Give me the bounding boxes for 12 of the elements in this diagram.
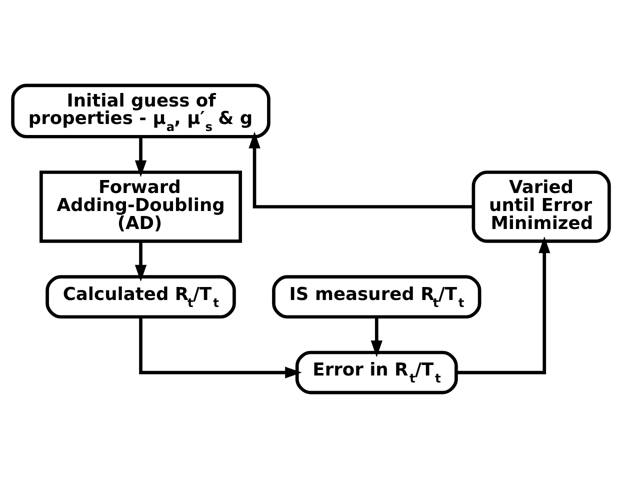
arrow: [248, 132, 474, 208]
node-box: IS measured R$_{t}$/T$_{t}$: [272, 275, 482, 319]
arrow: [134, 241, 147, 282]
node-box: Initial guess of properties - μ$_{a}$, μ′$_{s}$ & g: [11, 84, 270, 138]
arrow: [134, 136, 147, 178]
node-box: Calculated R$_{t}$/T$_{t}$: [46, 275, 236, 319]
node-box: Varied until Error Minimized: [472, 170, 611, 243]
arrow: [370, 317, 382, 358]
arrow: [456, 236, 550, 374]
node-box: Forward Adding-Doubling (AD): [40, 170, 242, 243]
arrow: [139, 317, 302, 378]
node-box: Error in R$_{t}$/T$_{t}$: [295, 350, 458, 394]
